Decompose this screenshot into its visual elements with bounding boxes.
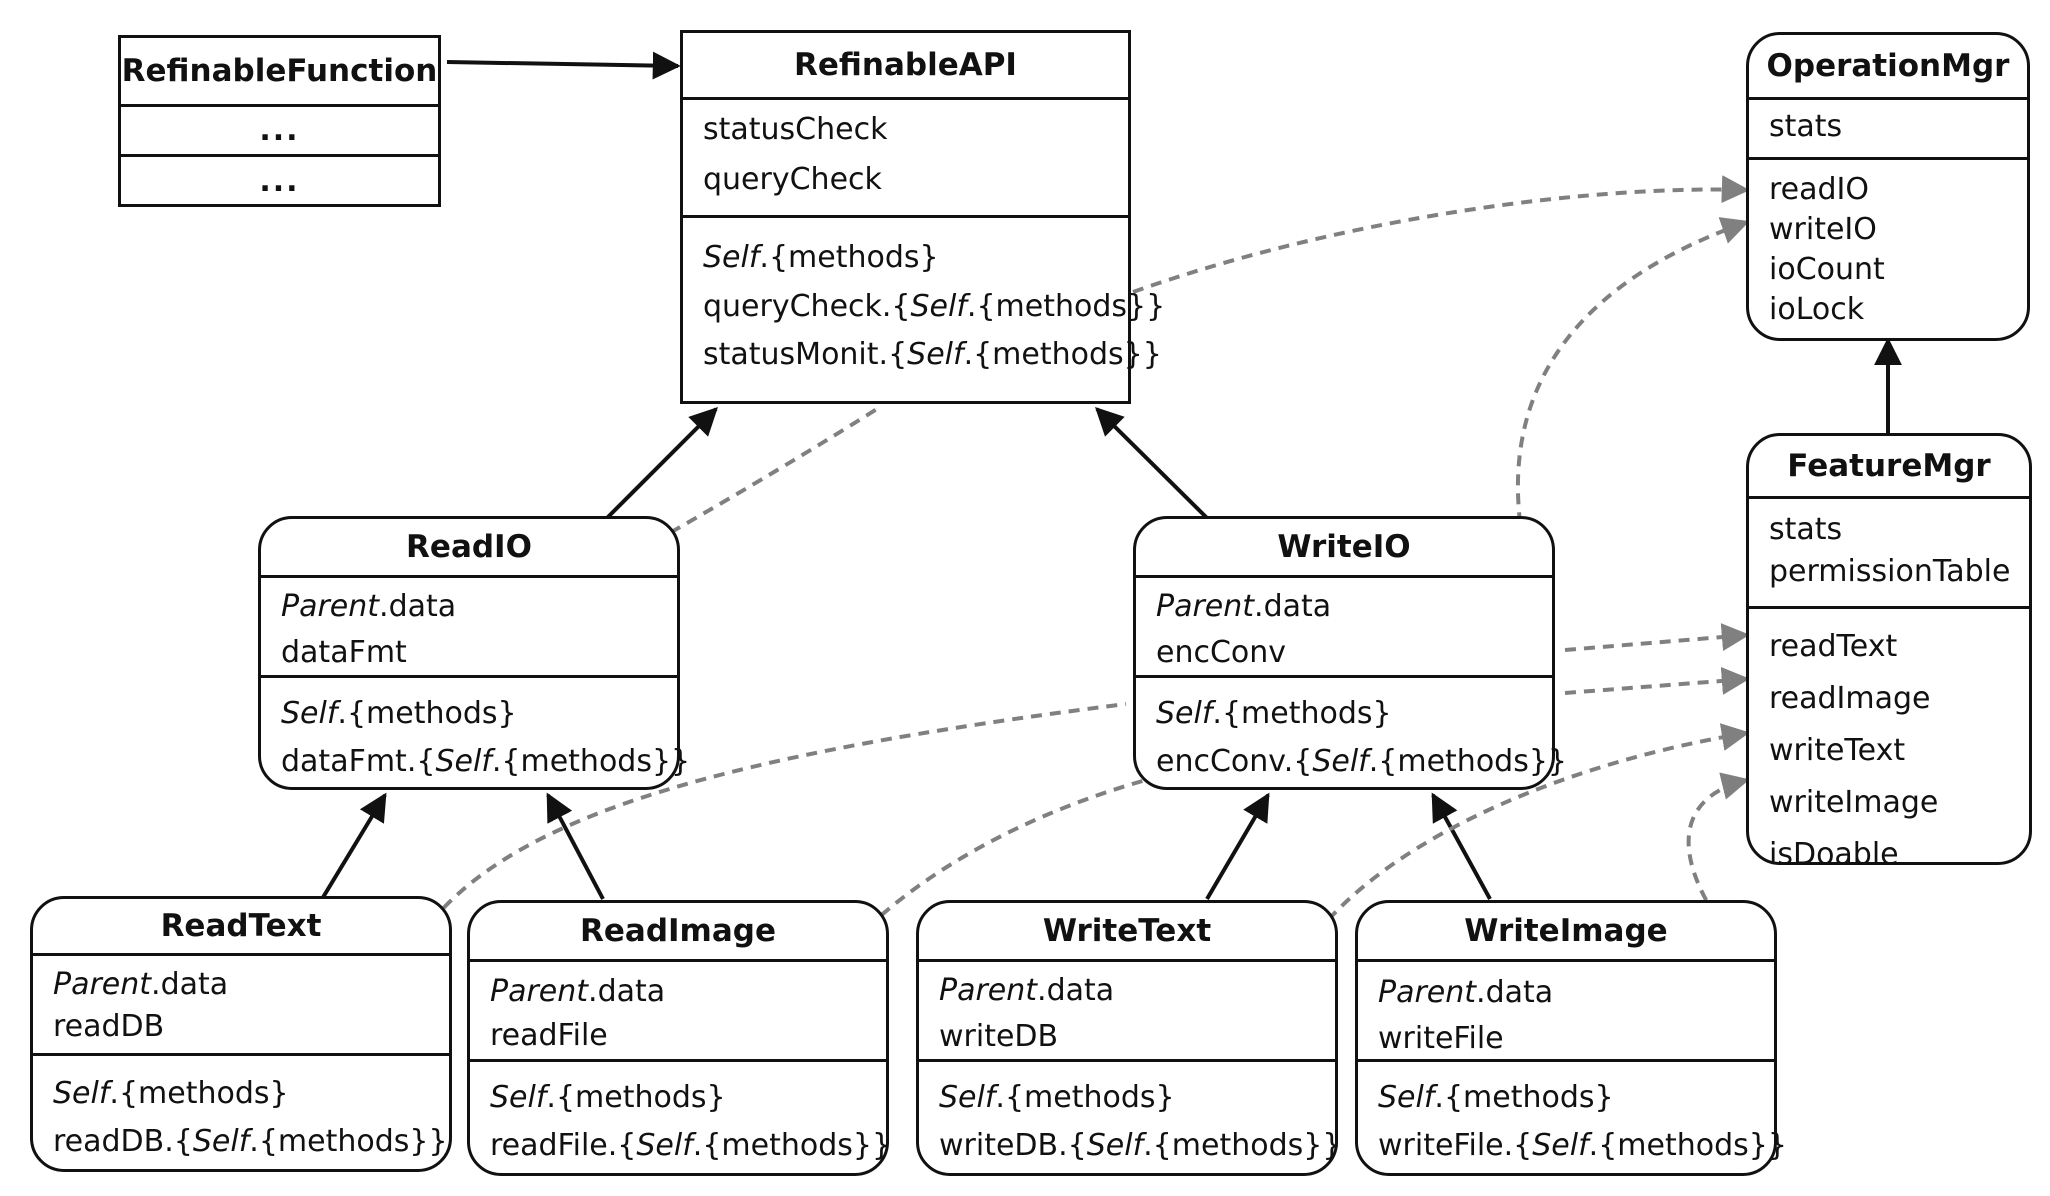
featuremgr-methods: readText readImage writeText writeImage …	[1749, 609, 2029, 881]
refinableapi-attr: queryCheck	[703, 162, 882, 197]
refinableapi-method: Self.{methods}	[703, 240, 939, 275]
readtext-attr: readDB	[53, 1009, 165, 1044]
readtext-methods: Self.{methods} readDB.{Self.{methods}}	[33, 1056, 449, 1166]
readio-method: Self.{methods}	[281, 696, 517, 731]
refinableapi-title: RefinableAPI	[683, 33, 1128, 100]
operationmgr-attr: stats	[1769, 109, 1843, 144]
featuremgr-attr: permissionTable	[1769, 554, 2011, 589]
featuremgr-method: readImage	[1769, 681, 1931, 716]
writetext-methods: Self.{methods} writeDB.{Self.{methods}}	[919, 1062, 1342, 1170]
writetext-method: writeDB.{Self.{methods}}	[939, 1128, 1342, 1163]
operationmgr-method: ioCount	[1769, 252, 1885, 287]
writetext-title: WriteText	[919, 903, 1335, 962]
readtext-title: ReadText	[33, 899, 449, 956]
refinablefunction-methods: ...	[259, 164, 300, 199]
operationmgr-attrs: stats	[1749, 100, 2027, 160]
writeio-method: Self.{methods}	[1156, 696, 1392, 731]
featuremgr-attr: stats	[1769, 512, 1843, 547]
readimage-method: readFile.{Self.{methods}}	[490, 1128, 892, 1163]
edge-writeio-to-featuremgr-readtext	[1564, 623, 1750, 652]
edge-readtext-to-readio	[320, 792, 387, 901]
readio-box: ReadIO Parent.data dataFmt Self.{methods…	[258, 516, 691, 790]
featuremgr-title: FeatureMgr	[1749, 436, 2029, 499]
writeio-attrs: Parent.data encConv	[1136, 578, 1552, 678]
readio-parent-data: Parent.data	[281, 589, 457, 624]
refinableapi-attr: statusCheck	[703, 112, 888, 147]
writeio-methods: Self.{methods} encConv.{Self.{methods}}	[1136, 678, 1568, 786]
readimage-attrs: Parent.data readFile	[470, 962, 886, 1062]
edge-writetext-to-featuremgr	[1314, 723, 1750, 936]
readimage-title: ReadImage	[470, 903, 886, 962]
featuremgr-method: readText	[1769, 629, 1898, 664]
writeio-parent-data: Parent.data	[1156, 589, 1332, 624]
edge-refinableapi-to-operationmgr	[1132, 175, 1750, 294]
readimage-attr: readFile	[490, 1018, 608, 1053]
refinablefunction-box: RefinableFunction ... ...	[118, 35, 441, 207]
readio-methods: Self.{methods} dataFmt.{Self.{methods}}	[261, 678, 691, 786]
edge-readimage-to-writeio	[865, 778, 1147, 930]
readio-attrs: Parent.data dataFmt	[261, 578, 677, 678]
writeimage-box: WriteImage Parent.data writeFile Self.{m…	[1355, 900, 1787, 1176]
operationmgr-method: writeIO	[1769, 212, 1877, 247]
refinablefunction-title: RefinableFunction	[121, 38, 438, 107]
operationmgr-title: OperationMgr	[1749, 35, 2027, 100]
featuremgr-box: FeatureMgr stats permissionTable readTex…	[1746, 433, 2032, 872]
writeimage-method: writeFile.{Self.{methods}}	[1378, 1128, 1787, 1163]
writeio-attr: encConv	[1156, 635, 1287, 670]
writetext-attr: writeDB	[939, 1019, 1059, 1054]
writeimage-attr: writeFile	[1378, 1021, 1504, 1056]
operationmgr-box: OperationMgr stats readIO writeIO ioCoun…	[1746, 32, 2030, 341]
featuremgr-method: writeText	[1769, 733, 1906, 768]
readtext-attrs: Parent.data readDB	[33, 956, 449, 1056]
edge-writeio-to-featuremgr-readimage	[1564, 666, 1750, 695]
featuremgr-method: writeImage	[1769, 785, 1939, 820]
readtext-method: readDB.{Self.{methods}}	[53, 1124, 448, 1159]
edge-refinablefunction-to-refinableapi	[446, 51, 681, 80]
writetext-attrs: Parent.data writeDB	[919, 962, 1335, 1062]
refinableapi-method: statusMonit.{Self.{methods}}	[703, 337, 1162, 372]
edge-writeimage-to-writeio	[1431, 792, 1492, 900]
readtext-method: Self.{methods}	[53, 1076, 289, 1111]
writeimage-attrs: Parent.data writeFile	[1358, 962, 1774, 1062]
writetext-parent-data: Parent.data	[939, 973, 1115, 1008]
readtext-parent-data: Parent.data	[53, 967, 229, 1002]
edge-readtext-to-writeio	[429, 702, 1127, 924]
writeimage-method: Self.{methods}	[1378, 1080, 1614, 1115]
featuremgr-method: isDoable	[1769, 837, 1899, 872]
featuremgr-attrs: stats permissionTable	[1749, 499, 2029, 609]
refinablefunction-attrs: ...	[121, 107, 438, 157]
edge-readio-to-refinableapi-dashed	[653, 405, 882, 544]
writeimage-parent-data: Parent.data	[1378, 975, 1554, 1010]
writeio-method: encConv.{Self.{methods}}	[1156, 744, 1568, 779]
writeio-box: WriteIO Parent.data encConv Self.{method…	[1133, 516, 1568, 790]
writetext-method: Self.{methods}	[939, 1080, 1175, 1115]
operationmgr-method: readIO	[1769, 172, 1870, 207]
writeio-title: WriteIO	[1136, 519, 1552, 578]
refinableapi-methods: Self.{methods} queryCheck.{Self.{methods…	[683, 218, 1166, 372]
writeimage-methods: Self.{methods} writeFile.{Self.{methods}…	[1358, 1062, 1787, 1170]
readtext-box: ReadText Parent.data readDB Self.{method…	[30, 896, 452, 1172]
readio-title: ReadIO	[261, 519, 677, 578]
readimage-parent-data: Parent.data	[490, 974, 666, 1009]
readio-attr: dataFmt	[281, 635, 407, 670]
readimage-method: Self.{methods}	[490, 1080, 726, 1115]
refinableapi-method: queryCheck.{Self.{methods}}	[703, 289, 1166, 324]
edge-readimage-to-readio	[546, 792, 605, 900]
edge-writetext-to-writeio	[1205, 792, 1270, 901]
writeimage-title: WriteImage	[1358, 903, 1774, 962]
operationmgr-methods: readIO writeIO ioCount ioLock	[1749, 160, 2027, 330]
readimage-methods: Self.{methods} readFile.{Self.{methods}}	[470, 1062, 892, 1170]
edge-writeio-to-operationmgr	[1515, 217, 1750, 543]
operationmgr-method: ioLock	[1769, 292, 1865, 327]
refinableapi-box: RefinableAPI statusCheck queryCheck Self…	[680, 30, 1166, 404]
writetext-box: WriteText Parent.data writeDB Self.{meth…	[916, 900, 1342, 1176]
edge-readio-to-refinableapi	[605, 407, 718, 520]
edge-writeio-to-refinableapi	[1095, 407, 1209, 520]
readimage-box: ReadImage Parent.data readFile Self.{met…	[467, 900, 892, 1176]
readio-method: dataFmt.{Self.{methods}}	[281, 744, 691, 779]
refinableapi-attrs: statusCheck queryCheck	[683, 100, 1128, 218]
